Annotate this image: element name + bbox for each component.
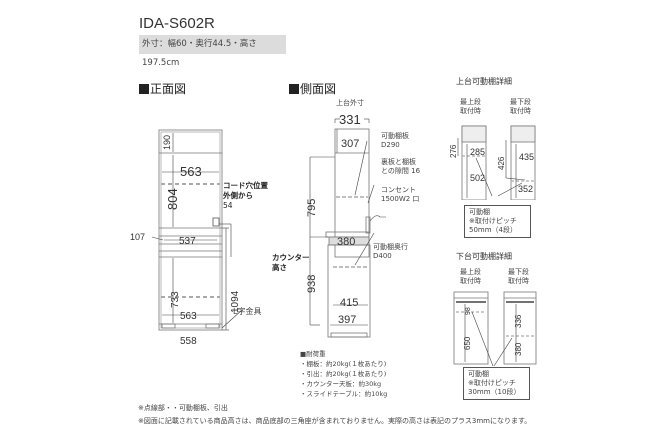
counter-height-label: カウンター高さ	[272, 253, 310, 272]
front-view-drawing: 190 563 804 537 107 733 563 1094 558	[130, 129, 243, 347]
square-bullet-icon	[289, 84, 299, 94]
load-capacity-title: ■耐荷重	[300, 350, 326, 358]
svg-text:331: 331	[339, 112, 361, 127]
side-view-title: 側面図	[289, 80, 336, 97]
svg-text:733: 733	[170, 291, 181, 308]
svg-text:537: 537	[179, 236, 196, 247]
svg-text:415: 415	[340, 297, 358, 309]
lower-detail-title: 下台可動棚詳細	[456, 252, 512, 261]
svg-text:795: 795	[306, 199, 318, 217]
svg-text:380: 380	[514, 342, 523, 356]
svg-text:558: 558	[180, 336, 197, 347]
upper-right-caption: 最下段取付時	[510, 98, 531, 115]
front-view-title: 正面図	[139, 80, 186, 97]
upper-detail-drawing: 285 502 276 435 426 352	[450, 125, 536, 200]
upper-left-caption: 最上段取付時	[460, 98, 481, 115]
square-bullet-icon	[139, 84, 149, 94]
outer-dimensions: 外寸：幅60・奥行44.5・高さ197.5cm	[139, 35, 286, 68]
svg-text:107: 107	[130, 232, 145, 242]
cord-hole-label: コード穴位置 外側から 54	[223, 181, 268, 210]
footer-note-height: ※図面に記載されている商品高さは、商品底部の三角座が含まれておりません。実際の高…	[138, 417, 532, 425]
lower-pitch-note: 可動棚 ※取付けピッチ 30mm（10段）	[463, 367, 530, 400]
upper-detail-title: 上台可動棚詳細	[456, 77, 512, 86]
svg-text:563: 563	[180, 311, 197, 322]
svg-text:190: 190	[162, 135, 172, 150]
svg-text:1094: 1094	[230, 290, 241, 313]
model-number: IDA-S602R	[139, 15, 215, 32]
svg-text:938: 938	[306, 275, 318, 293]
svg-text:435: 435	[519, 152, 534, 162]
top-outer-label: 上台外寸	[336, 99, 364, 107]
svg-text:502: 502	[470, 173, 485, 183]
svg-text:285: 285	[470, 147, 485, 157]
l-bracket-label: L字金具	[233, 307, 262, 316]
svg-text:307: 307	[341, 138, 359, 150]
svg-text:352: 352	[518, 184, 533, 194]
lower-left-caption: 最上段取付時	[460, 268, 481, 285]
footer-note-dashed: ※点線部・・可動棚板、引出	[138, 404, 228, 412]
svg-text:336: 336	[514, 314, 523, 328]
svg-text:98: 98	[465, 307, 472, 315]
svg-text:804: 804	[165, 188, 180, 210]
svg-text:276: 276	[450, 144, 458, 158]
svg-text:380: 380	[337, 236, 355, 248]
lower-detail-drawing: 98 650 336 380	[453, 291, 537, 367]
lower-right-caption: 最下段取付時	[508, 268, 529, 285]
gap-label: 裏板と棚板との隙間 16	[381, 158, 421, 175]
load-capacity: ■耐荷重 ・棚板：約20kg(１枚あたり) ・引出：約20kg(１枚あたり) ・…	[300, 350, 388, 398]
svg-text:563: 563	[180, 164, 202, 179]
upper-pitch-note: 可動棚 ※取付けピッチ 50mm（4段）	[464, 205, 531, 238]
svg-text:397: 397	[338, 314, 356, 326]
side-view-drawing: 331 307 795 380 938 415 397	[306, 112, 386, 338]
svg-text:650: 650	[463, 336, 472, 350]
svg-text:426: 426	[497, 156, 506, 170]
